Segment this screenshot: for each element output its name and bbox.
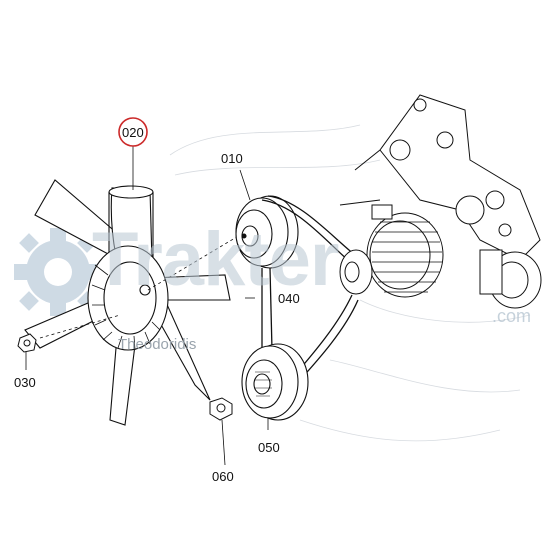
watermark-sub: Theodoridis [118,336,197,353]
bolt-060 [209,397,233,421]
callout-010[interactable]: 010 [221,151,243,166]
bolt-030 [17,333,37,353]
callout-060[interactable]: 060 [212,469,234,484]
fan-assembly [24,179,231,426]
alternator [339,204,444,298]
background-sketch [169,124,531,442]
highlight-circle [118,117,148,147]
pulley-010 [235,195,299,269]
callout-030[interactable]: 030 [14,375,36,390]
callout-020[interactable]: 020 [122,125,144,140]
pulley-050 [241,343,309,421]
watermark-brand: Trakter [92,217,339,302]
callout-040[interactable]: 040 [278,291,300,306]
engine-block [339,94,542,309]
watermark-domain: .com [492,306,532,326]
callout-050[interactable]: 050 [258,440,280,455]
